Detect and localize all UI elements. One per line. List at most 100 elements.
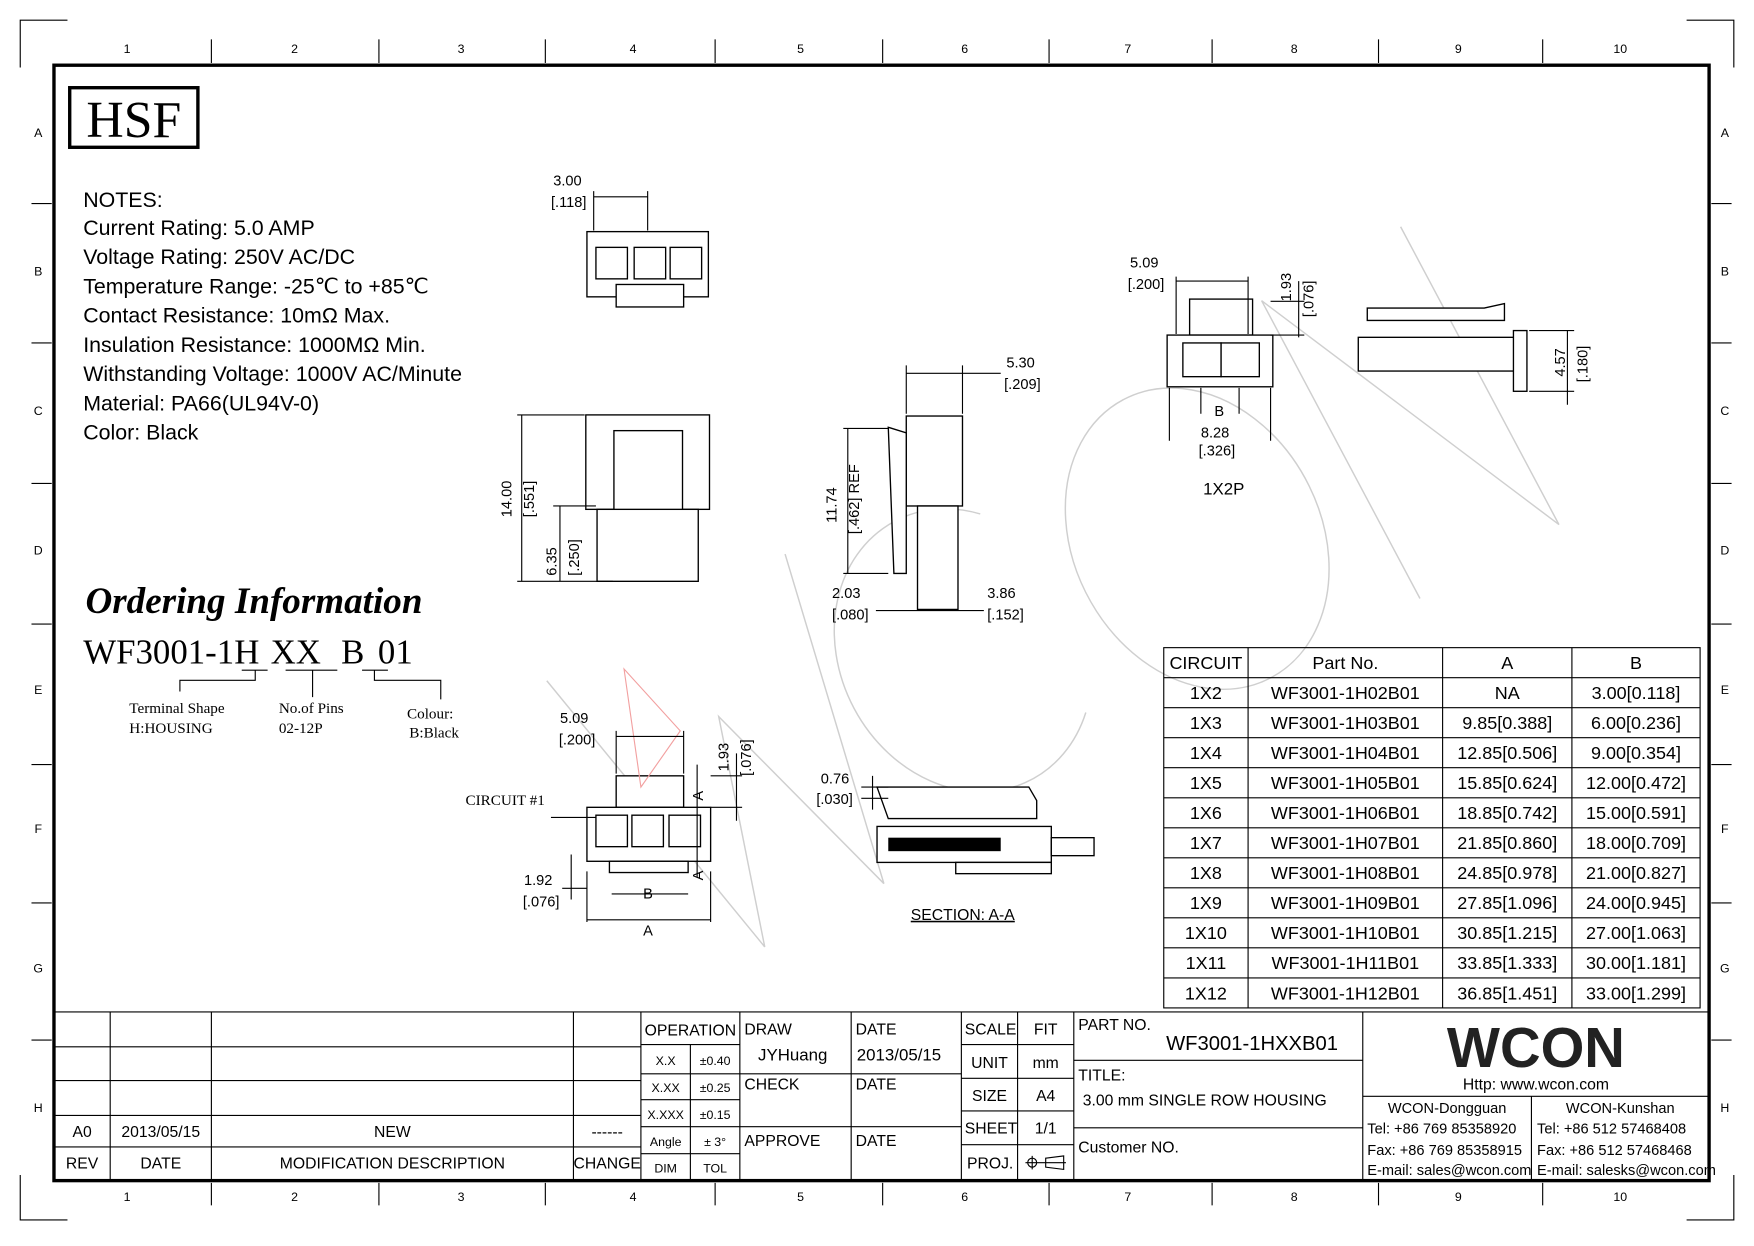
svg-text:Customer NO.: Customer NO.	[1078, 1140, 1179, 1157]
svg-text:1.93: 1.93	[717, 743, 733, 771]
svg-text:2013/05/15: 2013/05/15	[121, 1124, 200, 1141]
table-cell: 1X4	[1190, 743, 1222, 763]
row-label: F	[34, 822, 42, 836]
table-cell: 18.85[0.742]	[1457, 803, 1557, 823]
column-label: 3	[458, 1190, 465, 1204]
svg-text:5.09: 5.09	[1130, 256, 1158, 272]
svg-text:[.200]: [.200]	[1128, 277, 1165, 293]
tolerance-value: TOL	[703, 1162, 727, 1176]
table-cell: 36.85[1.451]	[1457, 983, 1557, 1003]
table-cell: 21.85[0.860]	[1457, 833, 1557, 853]
row-label: A	[1721, 126, 1730, 140]
table-cell: 1X3	[1190, 713, 1222, 733]
row-label: D	[1720, 543, 1729, 557]
svg-text:11.74: 11.74	[825, 487, 841, 522]
svg-text:3.86: 3.86	[987, 586, 1015, 602]
note-line: Withstanding Voltage: 1000V AC/Minute	[83, 362, 462, 386]
section-a-a: 0.76[.030] SECTION: A-A	[816, 772, 1095, 924]
svg-text:CIRCUIT #1: CIRCUIT #1	[466, 792, 545, 809]
table-cell: 1X8	[1190, 863, 1222, 883]
svg-text:A4: A4	[1036, 1088, 1055, 1105]
row-label: E	[34, 683, 42, 697]
svg-text:[.030]: [.030]	[816, 792, 853, 808]
column-label: 9	[1455, 42, 1462, 56]
table-cell: 9.85[0.388]	[1462, 713, 1552, 733]
svg-text:NEW: NEW	[374, 1124, 411, 1141]
svg-text:WCON-Dongguan: WCON-Dongguan	[1388, 1101, 1507, 1117]
svg-text:H:HOUSING: H:HOUSING	[129, 720, 212, 737]
svg-text:No.of Pins: No.of Pins	[279, 700, 344, 717]
svg-text:DRAW: DRAW	[744, 1021, 792, 1038]
column-label: 9	[1455, 1190, 1462, 1204]
svg-text:TITLE:: TITLE:	[1078, 1068, 1125, 1085]
svg-text:02-12P: 02-12P	[279, 720, 323, 737]
column-label: 1	[124, 42, 131, 56]
svg-text:[.326]: [.326]	[1199, 443, 1236, 459]
svg-text:WF3001-1HXXB01: WF3001-1HXXB01	[1166, 1033, 1338, 1055]
tolerance-value: ±0.25	[700, 1081, 731, 1095]
table-cell: WF3001-1H05B01	[1271, 773, 1420, 793]
svg-text:WF3001-1HXXB01: WF3001-1HXXB01	[83, 632, 413, 671]
projection-symbol-icon	[1025, 1155, 1066, 1171]
svg-text:JYHuang: JYHuang	[758, 1045, 827, 1064]
table-cell: 1X5	[1190, 773, 1222, 793]
tolerance-dim: X.XXX	[647, 1108, 683, 1122]
view-1x2p: 5.09[.200] 1.93 [.076] B 8.28[.326] 1X2P…	[1128, 256, 1592, 499]
tolerance-dim: Angle	[650, 1135, 682, 1149]
table-cell: 30.00[1.181]	[1586, 953, 1686, 973]
table-header: CIRCUIT	[1169, 653, 1242, 673]
side-view: 5.30[.209] 11.74 [.462] REF 2.03[.080] 3…	[825, 356, 1041, 624]
svg-text:5.30: 5.30	[1006, 356, 1034, 372]
tolerance-dim: X.XX	[652, 1081, 680, 1095]
svg-text:[.551]: [.551]	[522, 481, 538, 518]
svg-text:3.00: 3.00	[553, 174, 581, 190]
svg-text:CHECK: CHECK	[744, 1077, 800, 1094]
table-cell: WF3001-1H08B01	[1271, 863, 1420, 883]
svg-text:mm: mm	[1033, 1055, 1059, 1072]
svg-text:FIT: FIT	[1034, 1021, 1058, 1038]
tolerance-value: ± 3°	[704, 1135, 726, 1149]
svg-text:SCALE: SCALE	[965, 1021, 1017, 1038]
table-cell: 12.00[0.472]	[1586, 773, 1686, 793]
column-label: 10	[1613, 42, 1627, 56]
table-cell: 30.85[1.215]	[1457, 923, 1557, 943]
svg-text:DATE: DATE	[140, 1155, 181, 1172]
table-cell: 1X7	[1190, 833, 1222, 853]
svg-text:UNIT: UNIT	[971, 1055, 1008, 1072]
row-label: F	[1721, 822, 1729, 836]
row-label: C	[1720, 404, 1729, 418]
svg-text:WCON-Kunshan: WCON-Kunshan	[1566, 1101, 1675, 1117]
svg-text:OPERATION: OPERATION	[645, 1023, 737, 1040]
svg-text:1.93: 1.93	[1279, 273, 1295, 301]
table-cell: 27.00[1.063]	[1586, 923, 1686, 943]
svg-text:B: B	[643, 886, 653, 902]
table-cell: 9.00[0.354]	[1591, 743, 1681, 763]
svg-text:3.00 mm SINGLE ROW HOUSING: 3.00 mm SINGLE ROW HOUSING	[1083, 1092, 1327, 1109]
row-label: H	[34, 1101, 43, 1115]
front-view: 14.00 [.551] 6.35 [.250]	[500, 414, 711, 582]
svg-text:[.200]: [.200]	[559, 732, 596, 748]
table-cell: 3.00[0.118]	[1592, 683, 1681, 703]
table-header: B	[1630, 653, 1642, 673]
table-cell: 24.85[0.978]	[1457, 863, 1557, 883]
svg-text:PART NO.: PART NO.	[1078, 1017, 1151, 1034]
svg-text:SECTION: A-A: SECTION: A-A	[911, 907, 1016, 924]
svg-text:CHANGE: CHANGE	[574, 1155, 641, 1172]
table-cell: WF3001-1H11B01	[1272, 953, 1420, 973]
svg-text:A: A	[691, 791, 707, 801]
row-label: E	[1721, 683, 1729, 697]
table-cell: 1X9	[1190, 893, 1222, 913]
svg-text:DATE: DATE	[856, 1077, 897, 1094]
hsf-logo: HSF	[68, 86, 200, 149]
svg-text:Tel: +86 769 85358920: Tel: +86 769 85358920	[1367, 1121, 1516, 1137]
svg-text:[.076]: [.076]	[739, 739, 755, 776]
svg-text:4.57: 4.57	[1553, 348, 1569, 376]
table-cell: WF3001-1H10B01	[1271, 923, 1420, 943]
table-cell: 33.00[1.299]	[1586, 983, 1686, 1003]
